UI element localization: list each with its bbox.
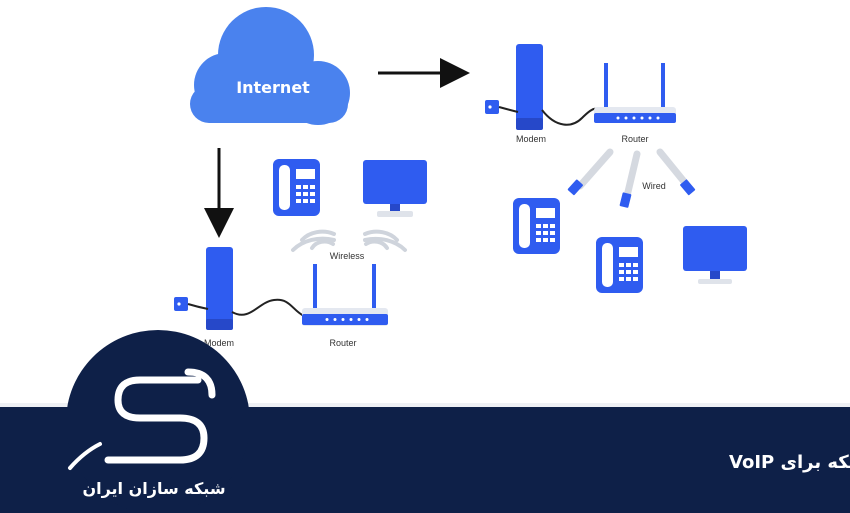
brand-logo: شبکه سازان ایران — [66, 330, 250, 513]
ethernet-plug-icon — [619, 150, 641, 208]
cloud-label: Internet — [236, 78, 310, 97]
monitor-icon — [363, 160, 427, 217]
wired-modem-label: Modem — [516, 134, 546, 144]
footer-title: نکات مهم در انتخاب تجهیزات شبکه برای VoI… — [729, 452, 850, 473]
modem-icon — [174, 247, 233, 330]
wired-router-label: Router — [621, 134, 648, 144]
wireless-label: Wireless — [330, 251, 365, 261]
ethernet-plug-icon — [656, 148, 696, 196]
monitor-icon — [683, 226, 747, 284]
desk-phone-icon — [273, 159, 320, 216]
router-icon — [302, 264, 388, 326]
cloud-icon — [190, 7, 350, 125]
desk-phone-icon — [513, 198, 560, 254]
ethernet-plug-icon — [567, 148, 614, 196]
brand-name: شبکه سازان ایران — [82, 479, 225, 498]
wifi-signal-icon — [291, 229, 336, 252]
logo-icon — [68, 368, 216, 470]
wired-label: Wired — [642, 181, 666, 191]
internet-cloud: Internet — [190, 7, 350, 125]
modem-icon — [485, 44, 543, 130]
footer-divider — [0, 403, 850, 408]
router-icon — [594, 63, 676, 123]
wireless-router-label: Router — [329, 338, 356, 348]
wifi-signal-icon — [363, 229, 407, 252]
wired-setup: Modem Router Wired — [485, 44, 747, 293]
wireless-setup: Wireless Modem Router — [174, 159, 427, 348]
desk-phone-icon — [596, 237, 643, 293]
wireless-modem-label: Modem — [204, 338, 234, 348]
